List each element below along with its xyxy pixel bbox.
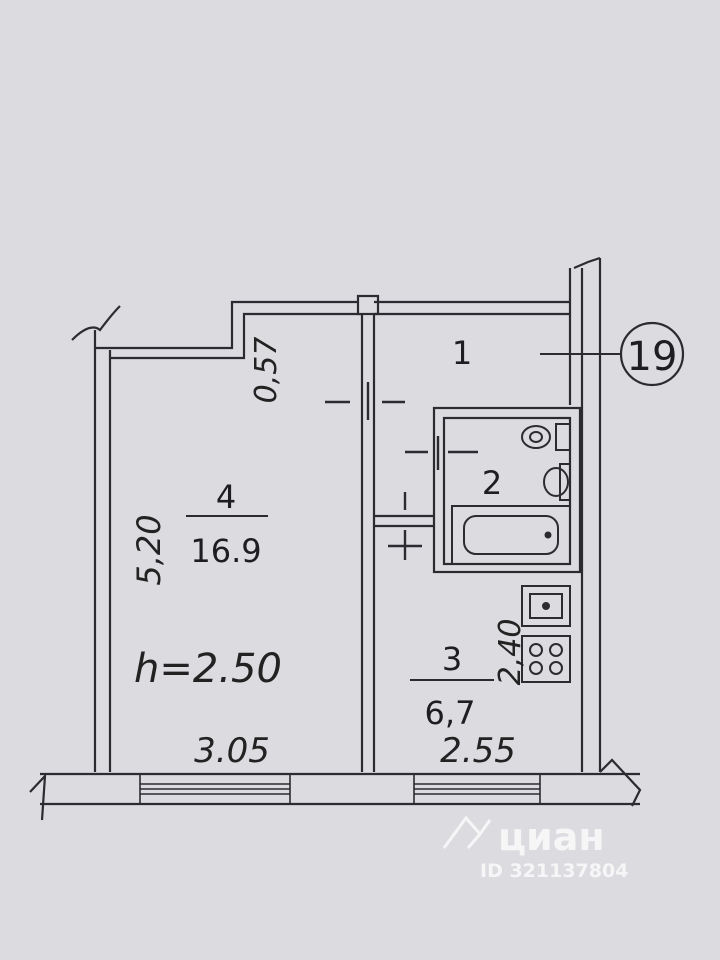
partition-cap: [356, 294, 380, 316]
wall-break-top-left: [71, 305, 121, 341]
wall-break-bottom-left: [29, 772, 47, 821]
bathtub-icon: [451, 505, 571, 565]
cian-logo-icon: [442, 815, 492, 849]
room3-number: 3: [442, 640, 462, 678]
door-room4: [325, 382, 405, 420]
walls: [29, 256, 642, 821]
bathroom-walls: [432, 406, 582, 574]
watermark-brand: циан: [498, 815, 605, 859]
door-marks: [325, 382, 478, 560]
top-wall-room1: [374, 300, 570, 316]
sink-icon: [543, 463, 571, 501]
door-bath-a: [405, 436, 478, 470]
fixtures: [451, 423, 571, 683]
watermark: циан ID 321137804: [442, 815, 628, 882]
top-wall-room4: [95, 300, 362, 360]
room-labels: 1 2 4 16.9 3 6,7: [186, 334, 502, 732]
room3-depth-label: 2,40: [493, 619, 528, 686]
apartment-marker-number: 19: [627, 334, 678, 380]
room3-area: 6,7: [425, 694, 476, 732]
window-room4: [139, 773, 291, 805]
room3-bath-divider: [374, 514, 434, 528]
wall-break-bottom-right: [599, 758, 642, 807]
dimension-labels: h=2.50 3.05 2.55 5,20 0,57 2,40: [130, 337, 528, 771]
bottom-wall: [40, 772, 640, 806]
marker-circle: [619, 321, 685, 387]
windows: [139, 773, 541, 805]
stove-icon: [521, 635, 571, 683]
toilet-icon: [521, 423, 571, 451]
wall-break-top-right: [573, 256, 601, 270]
room4-width-label: 3.05: [194, 731, 270, 771]
room3-width-label: 2.55: [440, 731, 516, 771]
watermark-listing-id: ID 321137804: [480, 860, 628, 882]
partition-wall: [360, 296, 376, 772]
right-outer-wall: [568, 258, 602, 772]
room4-number: 4: [216, 478, 236, 516]
niche-depth-label: 0,57: [249, 337, 284, 404]
room2-number: 2: [482, 464, 502, 502]
ceiling-height-label: h=2.50: [134, 646, 282, 692]
room4-depth-label: 5,20: [130, 514, 168, 585]
kitchen-sink-icon: [521, 585, 571, 627]
left-outer-wall: [93, 330, 112, 772]
apartment-marker: 19: [540, 321, 685, 387]
window-room3: [413, 773, 541, 805]
room4-area: 16.9: [190, 532, 261, 570]
room1-number: 1: [452, 334, 472, 372]
bathroom-inner: [442, 416, 572, 566]
